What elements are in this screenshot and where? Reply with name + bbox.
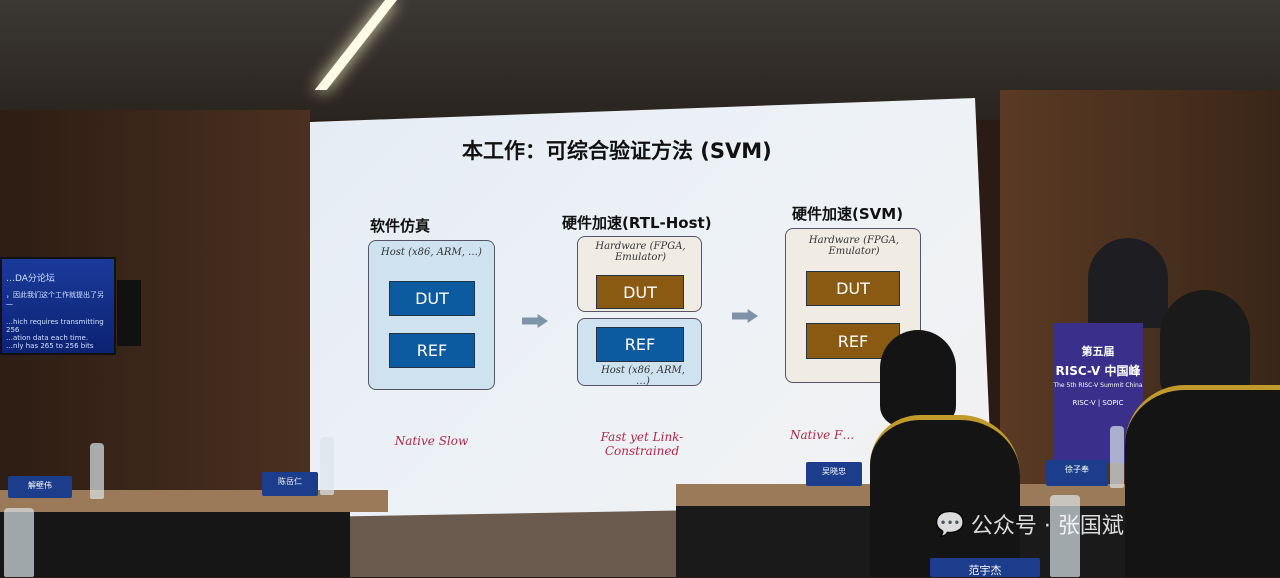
host-container: REF Host (x86, ARM, …) [577, 318, 702, 387]
monitor-line: …nly has 265 to 256 bits [6, 342, 94, 350]
wechat-icon: 💬 [935, 510, 965, 538]
banner-text: RISC-V 中国峰 [1055, 364, 1141, 378]
name-card: 陈岳仁 [262, 472, 318, 496]
monitor-line: …hich requires transmitting 256 [6, 318, 104, 334]
side-monitor: …DA分论坛 ，因此我们这个工作就提出了另一 …hich requires tr… [0, 257, 116, 355]
speaker [117, 280, 141, 346]
water-bottle [4, 508, 34, 577]
monitor-line: …ation data each time. [6, 334, 89, 342]
ref-block: REF [389, 333, 475, 368]
watermark: 💬 公众号 · 张国斌 [935, 508, 1124, 540]
host-label: Host (x86, ARM, …) [381, 247, 482, 258]
banner-text: The 5th RISC-V Summit China [1053, 382, 1143, 389]
hardware-label: Hardware (FPGA, Emulator) [595, 241, 686, 263]
water-bottle [320, 437, 334, 495]
dut-block: DUT [806, 271, 900, 306]
hardware-container: Hardware (FPGA, Emulator) DUT [577, 236, 702, 312]
monitor-title: …DA分论坛 [6, 274, 55, 284]
podium-banner: 第五届 RISC-V 中国峰 The 5th RISC-V Summit Chi… [1053, 323, 1143, 463]
ref-block: REF [596, 327, 684, 362]
host-container: Host (x86, ARM, …) DUT REF [368, 240, 495, 390]
table-base [0, 512, 350, 577]
host-label: Host (x86, ARM, …) [601, 365, 685, 387]
caption-fast-link-constrained: Fast yet Link-Constrained [600, 430, 684, 458]
audience-member [1125, 385, 1280, 577]
panel-1-heading: 软件仿真 [370, 217, 431, 235]
banner-logos: RISC-V | SOPIC [1072, 399, 1124, 407]
panel-2-heading: 硬件加速(RTL-Host) [562, 214, 712, 232]
name-card: 吴晓忠 [806, 462, 862, 486]
hardware-label: Hardware (FPGA, Emulator) [808, 235, 900, 257]
right-arrow-icon [522, 314, 548, 328]
name-card: 范宇杰 [930, 558, 1040, 577]
panel-3-heading: 硬件加速(SVM) [792, 205, 904, 223]
water-bottle [1110, 426, 1124, 488]
monitor-line: ，因此我们这个工作就提出了另一 [6, 291, 104, 309]
watermark-text: 公众号 · 张国斌 [970, 514, 1124, 539]
dut-block: DUT [389, 281, 475, 316]
audience-member-head [1160, 290, 1250, 400]
audience-member [870, 415, 1020, 577]
banner-text: 第五届 [1081, 345, 1115, 358]
slide-title: 本工作：可综合验证方法 (SVM) [462, 139, 772, 163]
presenter [1088, 238, 1168, 328]
water-bottle [1050, 495, 1080, 577]
right-arrow-icon [732, 309, 758, 323]
caption-native-slow: Native Slow [394, 434, 469, 448]
name-card: 徐子奉 [1046, 460, 1108, 486]
water-bottle [90, 443, 104, 499]
audience-member-head [880, 330, 956, 426]
caption-native-fast: Native F… [790, 428, 855, 442]
hardware-container: Hardware (FPGA, Emulator) DUT REF [785, 228, 921, 383]
dut-block: DUT [596, 275, 684, 309]
name-card: 解壁伟 [8, 476, 72, 498]
